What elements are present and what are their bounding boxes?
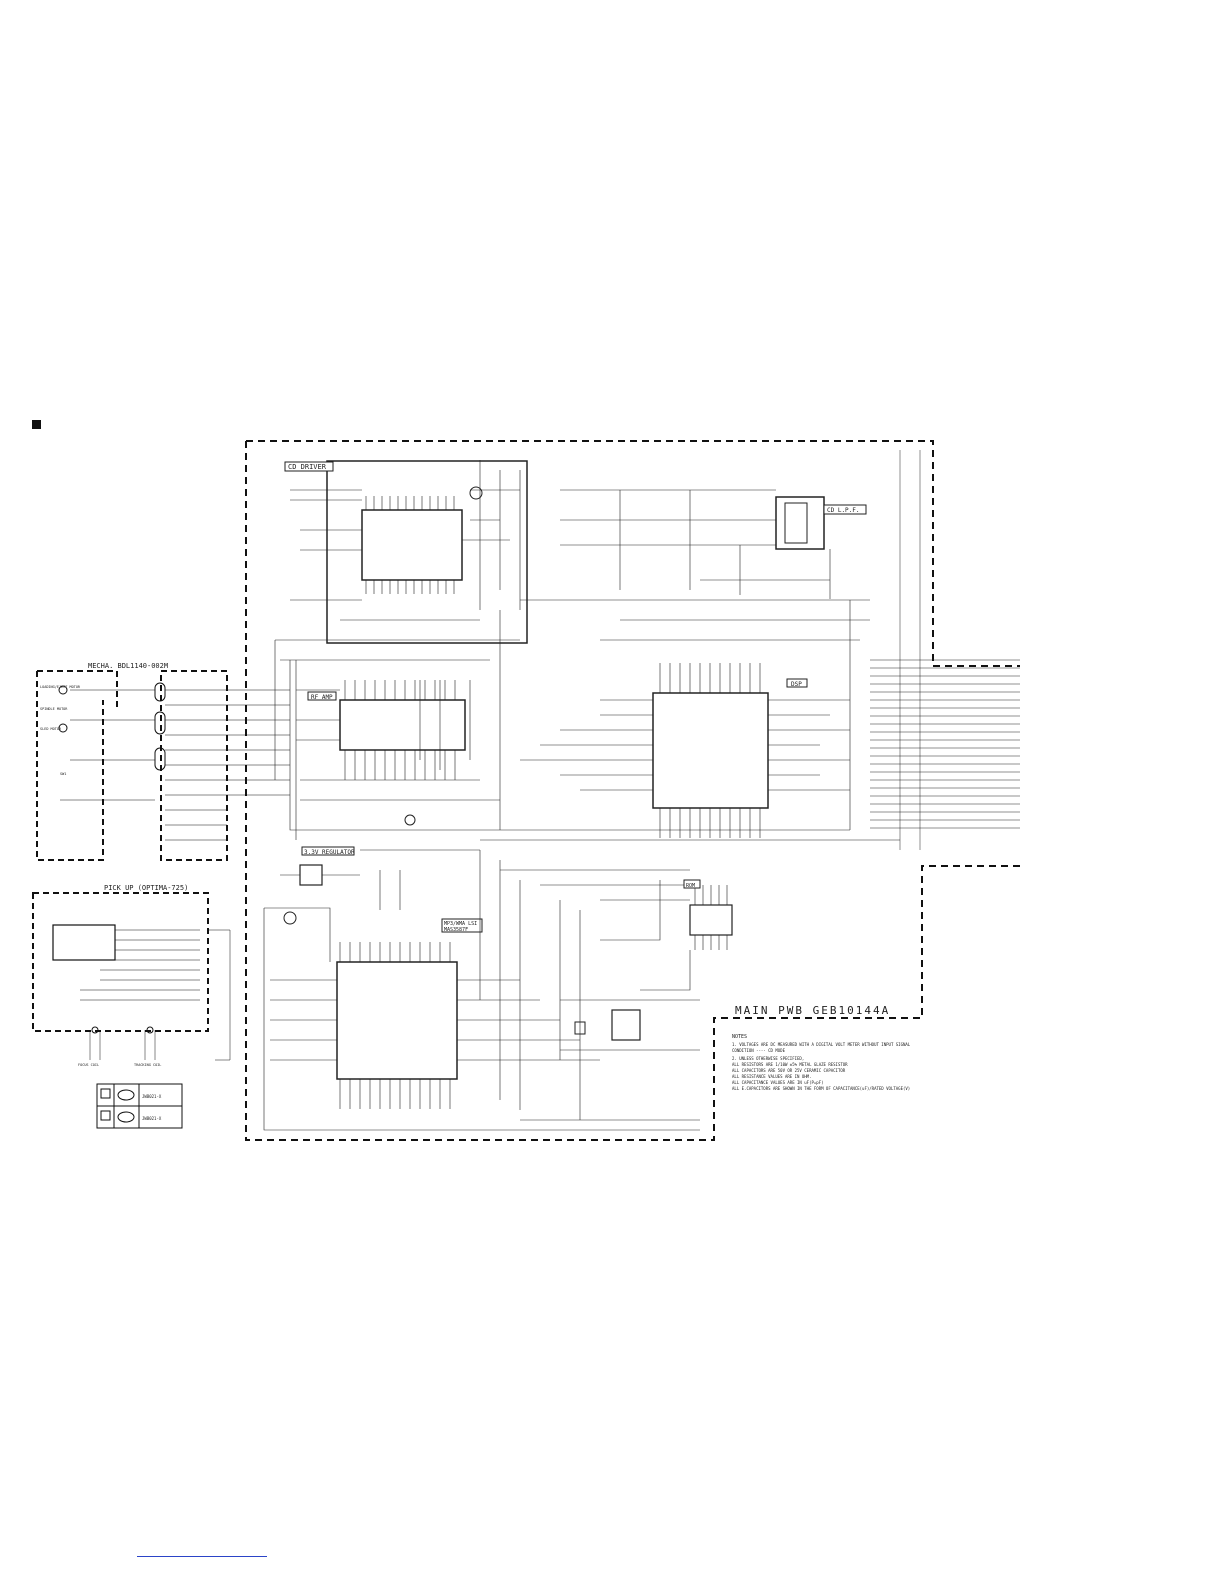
notes-line-2: CONDITION ---- CD MODE	[732, 1048, 786, 1053]
legend-code-1: JWB021-X	[142, 1094, 162, 1099]
rf-amp-label: RF AMP	[311, 694, 333, 701]
cd-lpf-label: CD L.P.F.	[827, 507, 860, 514]
output-bus-lines	[870, 450, 1020, 850]
cd-driver-block	[290, 460, 528, 644]
notes-line-6: ALL RESISTANCE VALUES ARE IN OHM.	[732, 1074, 811, 1079]
rf-amp-label-box	[307, 691, 337, 701]
notes-title: NOTES	[732, 1034, 747, 1040]
main-pwb-outline	[245, 440, 1020, 1141]
regulator-block	[280, 849, 480, 910]
dsp-label-box	[786, 678, 808, 688]
pickup-block	[32, 892, 231, 1061]
pickup-focus-label: FOCUS COIL	[78, 1063, 99, 1067]
notes-line-3: 2. UNLESS OTHERWISE SPECIFIED,	[732, 1056, 804, 1061]
mp3-label-box	[441, 918, 483, 933]
pickup-label: PICK UP (OPTIMA-725)	[104, 884, 188, 892]
interconnect-wiring	[274, 599, 900, 1120]
rom-block	[500, 869, 733, 950]
notes-line-1: 1. VOLTAGES ARE DC MEASURED WITH A DIGIT…	[732, 1042, 911, 1047]
regulator-label-box	[301, 846, 355, 856]
notes-line-8: ALL E.CAPACITORS ARE SHOWN IN THE FORM O…	[732, 1086, 910, 1091]
bottom-link-line	[137, 1556, 267, 1557]
rf-amp-block	[280, 659, 500, 840]
notes-line-7: ALL CAPACITANCE VALUES ARE IN uF(P=pF)	[732, 1080, 824, 1085]
cd-lpf-label-box	[823, 504, 867, 515]
mp3-sublabel: MAS3587F	[444, 927, 468, 933]
cd-driver-label-box	[284, 461, 334, 472]
mecha-sw-label: SW1	[60, 772, 66, 776]
rom-label-box	[683, 879, 701, 889]
dsp-label: DSP	[791, 681, 802, 688]
mecha-sled-label: SLED MOTOR	[40, 727, 62, 731]
legend-table	[96, 1083, 183, 1129]
main-pwb-label: MAIN PWB GEB10144A	[735, 1004, 890, 1017]
mute-block	[520, 999, 700, 1121]
dsp-block	[520, 600, 870, 838]
mecha-loading-label: LOADING/EJECT MOTOR	[40, 685, 81, 689]
cd-lpf-block	[560, 489, 831, 599]
mecha-spindle-label: SPINDLE MOTOR	[40, 707, 68, 711]
mecha-block	[36, 670, 290, 861]
notes-line-4: ALL RESISTORS ARE 1/10W ±5% METAL GLAZE …	[732, 1062, 848, 1067]
legend-code-2: JWB021-X	[142, 1116, 162, 1121]
notes-section: NOTES 1. VOLTAGES ARE DC MEASURED WITH A…	[732, 1034, 911, 1091]
mp3-label: MP3/WMA LSI	[444, 921, 477, 927]
mp3-lsi-block	[263, 907, 700, 1131]
section-bullet	[32, 420, 41, 429]
regulator-label: 3.3V REGULATOR	[304, 849, 355, 856]
cd-driver-label: CD DRIVER	[288, 463, 327, 471]
pickup-tracking-label: TRACKING COIL	[134, 1063, 161, 1067]
rom-label: ROM	[686, 883, 695, 889]
notes-line-5: ALL CAPACITORS ARE 50V OR 25V CERAMIC CA…	[732, 1068, 846, 1073]
mecha-label: MECHA. BDL1140-002M	[88, 662, 168, 670]
